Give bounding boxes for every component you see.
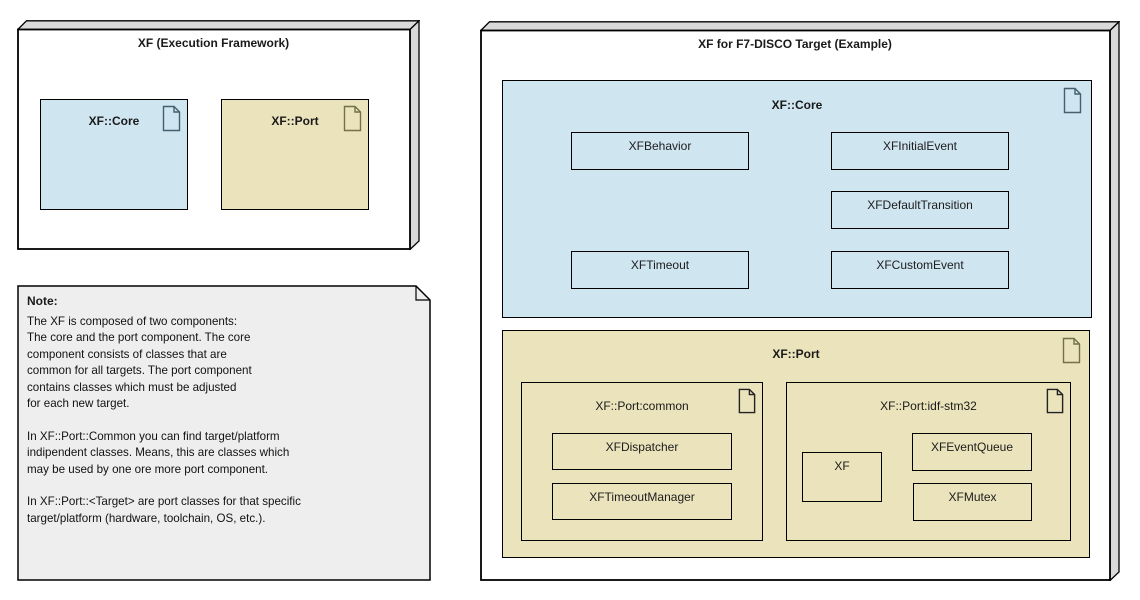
node-xf-f7-disco-target: XF for F7-DISCO Target (Example) XF::Cor…	[480, 21, 1120, 581]
class-xfdefaulttransition: XFDefaultTransition	[831, 191, 1009, 229]
class-label: XFDispatcher	[605, 440, 679, 454]
class-label: XF	[834, 459, 850, 473]
package-xf-port: XF::Port	[221, 99, 369, 210]
class-xftimeoutmanager: XFTimeoutManager	[552, 483, 732, 520]
class-xfmutex: XFMutex	[913, 483, 1032, 521]
class-label: XFCustomEvent	[876, 258, 964, 272]
package-xf-core: XF::Core	[40, 99, 188, 210]
subpackage-xf-port-idf-stm32: XF::Port:idf-stm32 XF XFEventQueue XFMut…	[786, 382, 1071, 541]
note: Note: The XF is composed of two componen…	[17, 285, 431, 581]
class-xfeventqueue: XFEventQueue	[912, 433, 1032, 471]
note-body: The XF is composed of two components: Th…	[27, 315, 301, 525]
package-document-icon	[162, 105, 181, 132]
class-label: XFTimeout	[630, 258, 690, 272]
class-label: XFDefaultTransition	[867, 198, 973, 212]
note-heading: Note:	[27, 294, 58, 308]
class-xfbehavior: XFBehavior	[571, 132, 749, 170]
package-xf-core-target: XF::Core XFBehavior XFInitialEvent XFDef…	[502, 80, 1092, 318]
node-title: XF for F7-DISCO Target (Example)	[698, 37, 892, 51]
package-label: XF::Core	[88, 114, 140, 128]
subpackage-label: XF::Port:idf-stm32	[880, 399, 977, 413]
package-document-icon	[738, 388, 756, 414]
class-xfinitialevent: XFInitialEvent	[831, 132, 1009, 170]
subpackage-xf-port-common: XF::Port:common XFDispatcher XFTimeoutMa…	[521, 382, 763, 541]
class-label: XFEventQueue	[930, 440, 1014, 454]
class-label: XFTimeoutManager	[589, 490, 695, 504]
package-document-icon	[1063, 87, 1082, 114]
class-xfcustomevent: XFCustomEvent	[831, 251, 1009, 289]
node-title: XF (Execution Framework)	[137, 36, 290, 50]
subpackage-label: XF::Port:common	[595, 399, 689, 413]
package-label: XF::Port	[772, 347, 820, 361]
class-label: XFBehavior	[628, 139, 692, 153]
class-xf: XF	[802, 452, 882, 502]
node-xf-execution-framework: XF (Execution Framework) XF::Core XF::Po…	[17, 20, 420, 250]
class-xftimeout: XFTimeout	[571, 251, 749, 289]
package-label: XF::Port	[271, 114, 319, 128]
class-label: XFInitialEvent	[882, 139, 958, 153]
package-document-icon	[343, 105, 362, 132]
package-document-icon	[1046, 388, 1064, 414]
package-label: XF::Core	[771, 98, 823, 112]
package-document-icon	[1062, 337, 1081, 364]
package-xf-port-target: XF::Port XF::Port:common XFDispatcher XF…	[502, 330, 1090, 558]
class-xfdispatcher: XFDispatcher	[552, 433, 732, 470]
class-label: XFMutex	[948, 490, 997, 504]
note-shape	[17, 285, 431, 581]
